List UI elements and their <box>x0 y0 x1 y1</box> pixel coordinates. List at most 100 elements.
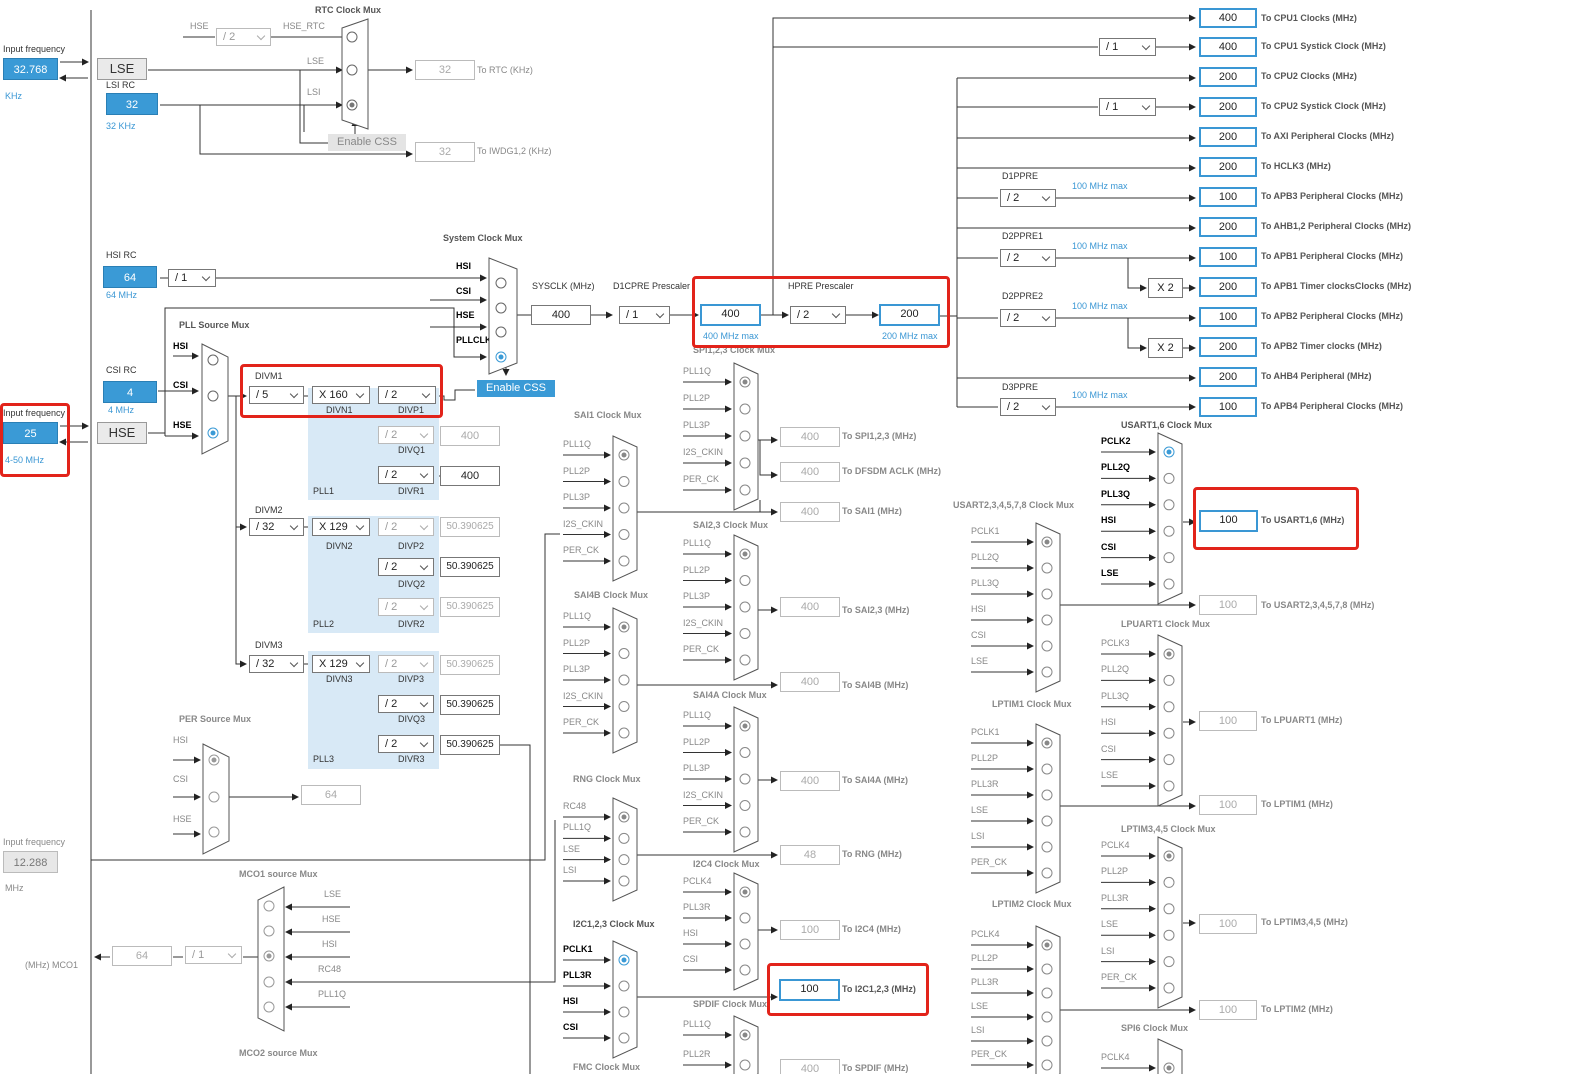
divq1-select[interactable]: / 2 <box>378 426 434 444</box>
lptim2-mux-input-lsi: LSI <box>971 1025 985 1035</box>
i2c123-output[interactable]: 100 <box>779 979 840 1001</box>
cpu-max-label: 400 MHz max <box>703 331 759 341</box>
mco1-source-mux[interactable] <box>257 886 285 1032</box>
cpu1-systick-output[interactable]: 400 <box>1199 37 1257 57</box>
spi123-mux-input-pll2p: PLL2P <box>683 393 711 403</box>
lse-osc[interactable]: LSE <box>97 58 147 80</box>
divn1-select[interactable]: X 160 <box>312 386 370 404</box>
i2c123-mux-input-pll3r: PLL3R <box>563 970 592 980</box>
rtc-clock-mux[interactable] <box>341 18 369 130</box>
pll-source-mux[interactable] <box>201 343 229 455</box>
hse-osc[interactable]: HSE <box>97 422 147 444</box>
cpu2-systick-div-select[interactable]: / 1 <box>1099 98 1156 116</box>
lptim1-mux-input-lse: LSE <box>971 805 989 815</box>
apb1-output[interactable]: 100 <box>1199 247 1257 267</box>
d3ppre-select[interactable]: / 2 <box>1000 398 1056 416</box>
hclk3-output[interactable]: 200 <box>1199 157 1257 177</box>
lptim1-mux-option-2 <box>1041 789 1053 801</box>
apb3-output[interactable]: 100 <box>1199 187 1257 207</box>
ahb-clock-value[interactable]: 200 <box>879 304 940 326</box>
spdif-clock-mux[interactable] <box>733 1015 760 1074</box>
usart2-mux-input-pclk1: PCLK1 <box>971 526 1000 536</box>
sysclk-value: 400 <box>531 305 591 325</box>
sai4a-mux-option-2 <box>739 773 751 785</box>
cpu1-clock-output[interactable]: 400 <box>1199 8 1257 28</box>
cpu1-systick-div-select[interactable]: / 1 <box>1099 38 1156 56</box>
lptim2-mux-selected-dot <box>1044 942 1050 948</box>
apb1-timer-output[interactable]: 200 <box>1199 277 1257 297</box>
divp3-select[interactable]: / 2 <box>378 655 434 673</box>
divn2-select[interactable]: X 129 <box>312 518 370 536</box>
sysmux-in-hse: HSE <box>456 310 475 320</box>
usart2-mux-option-5 <box>1041 666 1053 678</box>
sai4a-clock-mux[interactable] <box>733 706 760 854</box>
sai4b-clock-mux[interactable] <box>612 607 639 755</box>
d2ppre1-select[interactable]: / 2 <box>1000 249 1056 267</box>
iwdg-output: 32 <box>415 142 475 162</box>
spi6-clock-mux[interactable] <box>1157 1038 1184 1074</box>
cpu2-systick-output[interactable]: 200 <box>1199 97 1257 117</box>
pll1r-output: 400 <box>440 466 500 486</box>
d1cpre-select[interactable]: / 1 <box>619 306 670 324</box>
sai4b-mux-input-pll2p: PLL2P <box>563 637 591 648</box>
divr2-select[interactable]: / 2 <box>378 598 434 616</box>
divq3-select[interactable]: / 2 <box>378 695 434 713</box>
ahb4-output[interactable]: 200 <box>1199 367 1257 387</box>
lptim1-clock-mux[interactable] <box>1035 723 1062 895</box>
ahb12-output[interactable]: 200 <box>1199 217 1257 237</box>
usart2-mux-input-pll2q: PLL2Q <box>971 552 1000 562</box>
lptim1-mux-selected-dot <box>1044 740 1050 746</box>
spi123-clock-mux[interactable] <box>733 362 760 512</box>
usart2-clock-mux[interactable] <box>1035 522 1062 694</box>
system-clock-mux[interactable] <box>488 257 518 375</box>
cpu-clock-value[interactable]: 400 <box>700 304 761 326</box>
ext-freq-input[interactable]: 12.288 <box>3 851 58 873</box>
lse-freq-input[interactable]: 32.768 <box>3 58 58 80</box>
lptim2-clock-mux[interactable] <box>1035 925 1062 1074</box>
sai1-mux-input-perck: PER_CK <box>563 545 600 555</box>
divq2-select[interactable]: / 2 <box>378 558 434 576</box>
divr3-select[interactable]: / 2 <box>378 735 434 753</box>
axi-clock-output[interactable]: 200 <box>1199 127 1257 147</box>
spi123-mux-option-3 <box>739 457 751 469</box>
divn3-select[interactable]: X 129 <box>312 655 370 673</box>
divr1-select[interactable]: / 2 <box>378 466 434 484</box>
sai4a-mux-option-4 <box>739 826 751 838</box>
per-source-mux[interactable] <box>202 743 230 855</box>
lpuart1-clock-mux[interactable] <box>1157 634 1184 808</box>
apb2-output[interactable]: 100 <box>1199 307 1257 327</box>
usart16-output[interactable]: 100 <box>1199 510 1258 532</box>
sai4b-output-label: To SAI4B (MHz) <box>842 680 909 690</box>
sys-enable-css-button[interactable]: Enable CSS <box>477 380 555 397</box>
hse-freq-input[interactable]: 25 <box>3 422 58 444</box>
d1ppre-select[interactable]: / 2 <box>1000 189 1056 207</box>
rng-clock-mux[interactable] <box>612 797 639 903</box>
rtc-hse-div-select[interactable]: / 2 <box>216 28 271 46</box>
usart16-clock-mux[interactable] <box>1157 432 1184 606</box>
sai23-clock-mux[interactable] <box>733 534 760 682</box>
divm2-select[interactable]: / 32 <box>249 518 304 536</box>
hpre-select[interactable]: / 2 <box>790 306 846 324</box>
divm1-label: DIVM1 <box>255 371 283 381</box>
mco1-div-select[interactable]: / 1 <box>185 946 242 964</box>
iwdg-output-label: To IWDG1,2 (KHz) <box>477 146 552 156</box>
dfsdm-output-label: To DFSDM ACLK (MHz) <box>842 466 941 476</box>
lptim345-clock-mux[interactable] <box>1157 836 1184 1010</box>
hsi-div-select[interactable]: / 1 <box>168 269 216 287</box>
divm3-select[interactable]: / 32 <box>249 655 304 673</box>
divp1-select[interactable]: / 2 <box>378 386 436 404</box>
sai1-clock-mux[interactable] <box>612 435 639 583</box>
apb4-output[interactable]: 100 <box>1199 397 1257 417</box>
divq1-label: DIVQ1 <box>398 445 426 455</box>
lptim2-mux-input-lse: LSE <box>971 1001 989 1011</box>
i2c4-clock-mux[interactable] <box>733 872 760 992</box>
i2c123-mux-input-hsi: HSI <box>563 996 579 1006</box>
divp2-select[interactable]: / 2 <box>378 518 434 536</box>
spi123-mux-option-1 <box>739 403 751 415</box>
divm1-select[interactable]: / 5 <box>249 386 304 404</box>
apb2-timer-output[interactable]: 200 <box>1199 337 1257 357</box>
rtc-enable-css-button[interactable]: Enable CSS <box>328 134 406 151</box>
d2ppre2-select[interactable]: / 2 <box>1000 309 1056 327</box>
i2c123-clock-mux[interactable] <box>612 940 639 1060</box>
cpu2-clock-output[interactable]: 200 <box>1199 67 1257 87</box>
